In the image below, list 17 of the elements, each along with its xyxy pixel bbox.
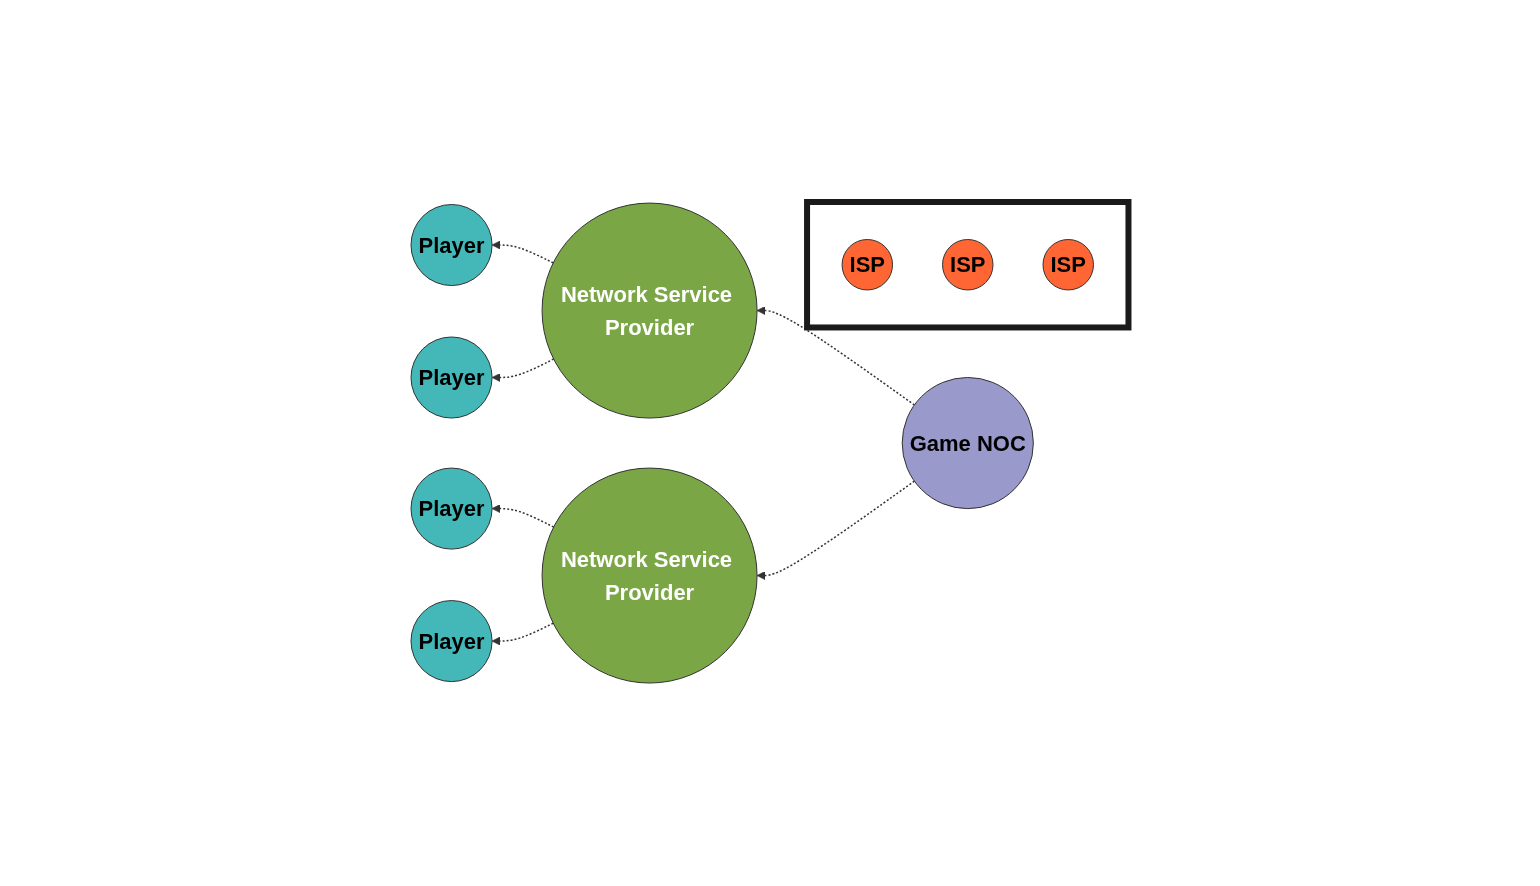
arrow [756, 480, 916, 581]
node-circle: Player [410, 468, 493, 551]
node-circle: Player [410, 336, 493, 419]
node-circle: ISP [942, 239, 994, 291]
node-circle: Network Service Provider [541, 468, 758, 684]
arrow [491, 358, 555, 383]
arrow [491, 241, 555, 265]
cluster [804, 199, 1132, 331]
node-circle: Network Service Provider [541, 203, 758, 419]
node-circle: Player [410, 204, 493, 287]
node-circle: ISP [1042, 239, 1095, 291]
node-circle: Game NOC [901, 377, 1035, 510]
node-circle: ISP [841, 239, 894, 291]
arrow [491, 622, 555, 646]
node-circle: Player [410, 600, 493, 683]
arrow [756, 306, 916, 407]
arrow [491, 504, 555, 529]
